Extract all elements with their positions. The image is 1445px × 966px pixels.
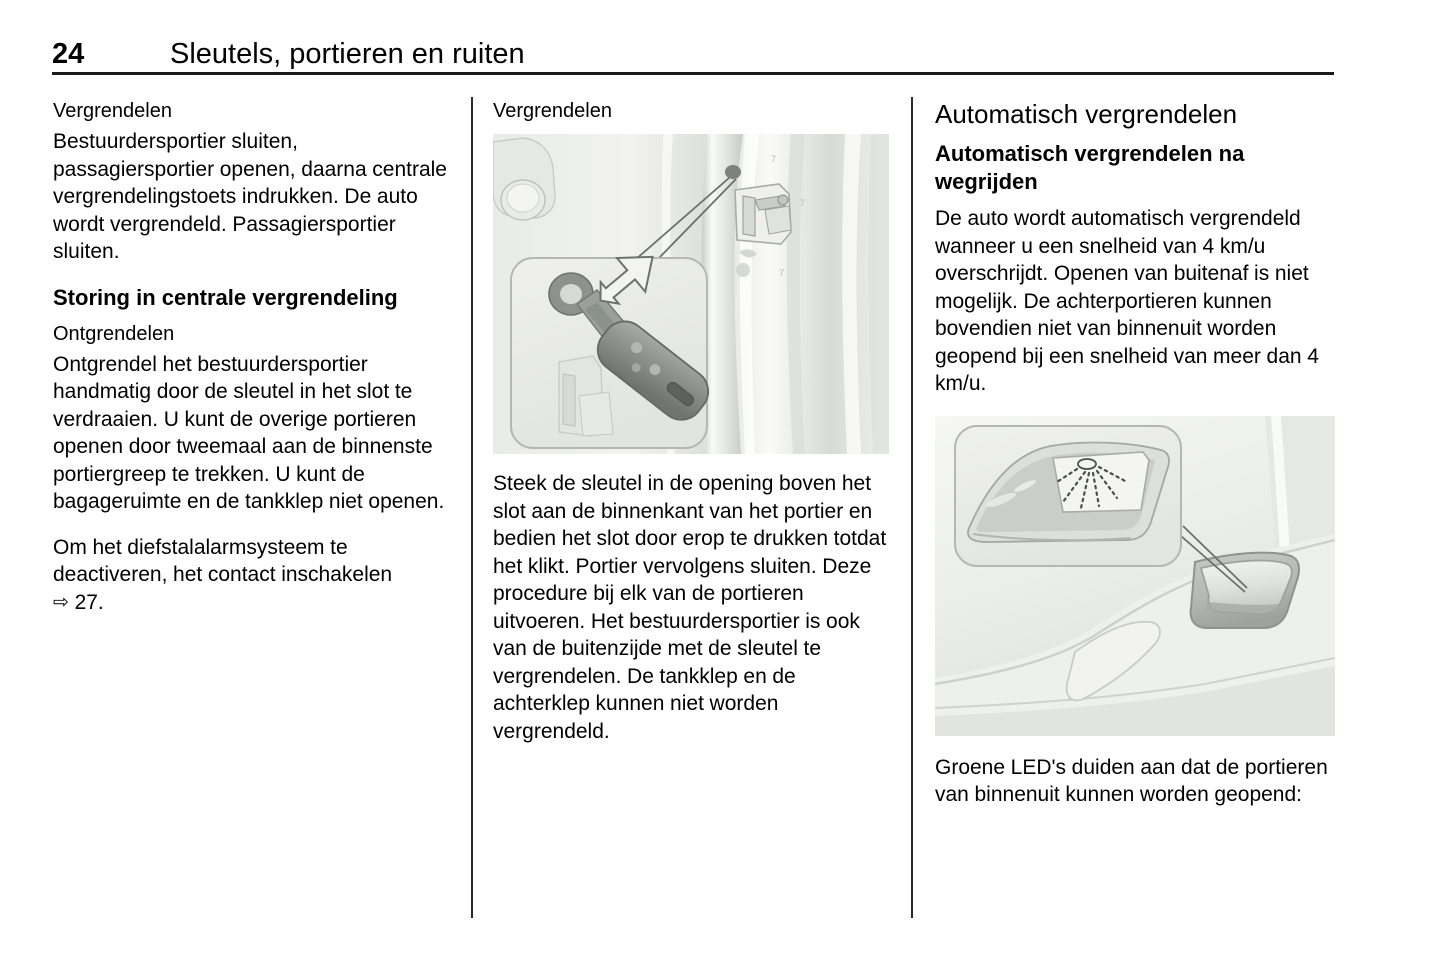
col2-heading-vergrendelen: Vergrendelen — [493, 100, 612, 122]
page-header: 24 Sleutels, portieren en ruiten — [52, 36, 1334, 76]
door-handle-figure-svg — [935, 415, 1335, 736]
direction-arrow-icon — [599, 255, 654, 306]
header-rule — [52, 72, 1334, 75]
col2-paragraph-1: Steek de sleutel in de opening boven het… — [493, 472, 887, 743]
door-inner-handle-led-illustration — [935, 415, 1335, 736]
door-lock-key-insert-illustration: 7 7 7 — [493, 134, 889, 454]
col1-paragraph-1: Bestuurdersportier sluiten, passagierspo… — [53, 130, 447, 263]
col1-heading-ontgrendelen: Ontgrendelen — [53, 322, 175, 345]
column-1: Vergrendelen Bestuurdersportier sluiten,… — [53, 98, 449, 617]
door-lock-figure-svg: 7 7 7 — [493, 134, 889, 454]
cross-reference-arrow-icon: ⇨ — [53, 591, 69, 613]
svg-text:7: 7 — [800, 198, 805, 208]
col1-heading-storing-centrale-vergrendeling: Storing in centrale vergrendeling — [53, 284, 398, 310]
col3-paragraph-2: Groene LED's duiden aan dat de portieren… — [935, 755, 1328, 807]
magnified-inset — [510, 255, 710, 449]
col1-paragraph-3: Om het diefstalalarmsysteem te deactiver… — [53, 534, 449, 618]
col3-heading-automatisch-vergrendelen: Automatisch vergrendelen — [935, 99, 1238, 129]
cross-reference-page: 27. — [74, 590, 104, 614]
column-3: Automatisch vergrendelen Automatisch ver… — [935, 98, 1335, 827]
svg-text:7: 7 — [779, 268, 784, 278]
svg-text:7: 7 — [771, 154, 776, 164]
door-striker-detail — [734, 183, 792, 245]
column-divider-2 — [911, 97, 913, 918]
lock-opening-marker — [725, 165, 741, 179]
green-led-icon — [1055, 457, 1129, 509]
col1-paragraph-2: Ontgrendel het bestuurdersportier handma… — [53, 352, 445, 514]
magnified-inset-led — [954, 424, 1182, 567]
column-2: Vergrendelen — [493, 98, 889, 763]
column-divider-1 — [471, 97, 473, 918]
chapter-title: Sleutels, portieren en ruiten — [170, 38, 525, 70]
col3-heading-automatisch-vergrendelen-na-wegrijden: Automatisch vergrendelen na wegrijden — [935, 141, 1245, 194]
col3-paragraph-1: De auto wordt automatisch vergrendeld wa… — [935, 207, 1319, 395]
led-indicator-panel — [1052, 450, 1150, 513]
col1-paragraph-3-text: Om het diefstalalarmsysteem te deactiver… — [53, 535, 393, 587]
page-number: 24 — [52, 38, 85, 70]
col1-heading-vergrendelen: Vergrendelen — [53, 100, 172, 122]
